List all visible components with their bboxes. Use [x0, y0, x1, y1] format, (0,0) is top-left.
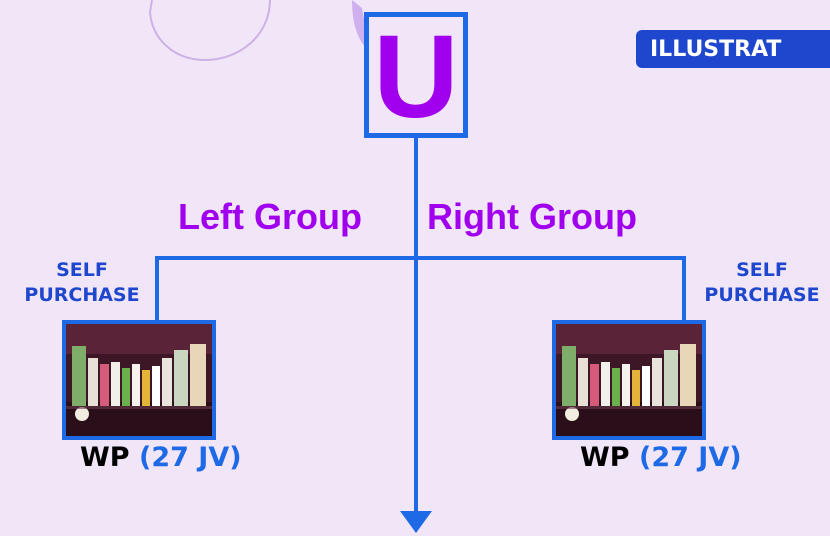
right-self-purchase-label: SELF PURCHASE [694, 258, 830, 308]
right-self-label-line1: SELF [694, 258, 830, 283]
left-product-volume: (27 JV) [139, 442, 242, 473]
decorative-swirl [150, 0, 370, 60]
left-self-label-line2: PURCHASE [20, 283, 144, 308]
right-product-photo [552, 320, 706, 440]
left-self-label-line1: SELF [20, 258, 144, 283]
illustration-badge: ILLUSTRAT [636, 30, 830, 68]
product-photo [556, 324, 702, 436]
root-node-label: U [373, 18, 458, 136]
right-product-caption: WP (27 JV) [580, 442, 742, 473]
down-arrow-icon [400, 511, 432, 533]
left-self-purchase-label: SELF PURCHASE [20, 258, 144, 308]
left-product-photo [62, 320, 216, 440]
right-product-volume: (27 JV) [639, 442, 742, 473]
root-node: U [364, 12, 468, 138]
right-product-code: WP [580, 442, 630, 473]
left-product-caption: WP (27 JV) [80, 442, 242, 473]
left-product-code: WP [80, 442, 130, 473]
left-group-label: Left Group [178, 196, 362, 238]
right-group-label: Right Group [427, 196, 637, 238]
product-photo [66, 324, 212, 436]
right-self-label-line2: PURCHASE [694, 283, 830, 308]
